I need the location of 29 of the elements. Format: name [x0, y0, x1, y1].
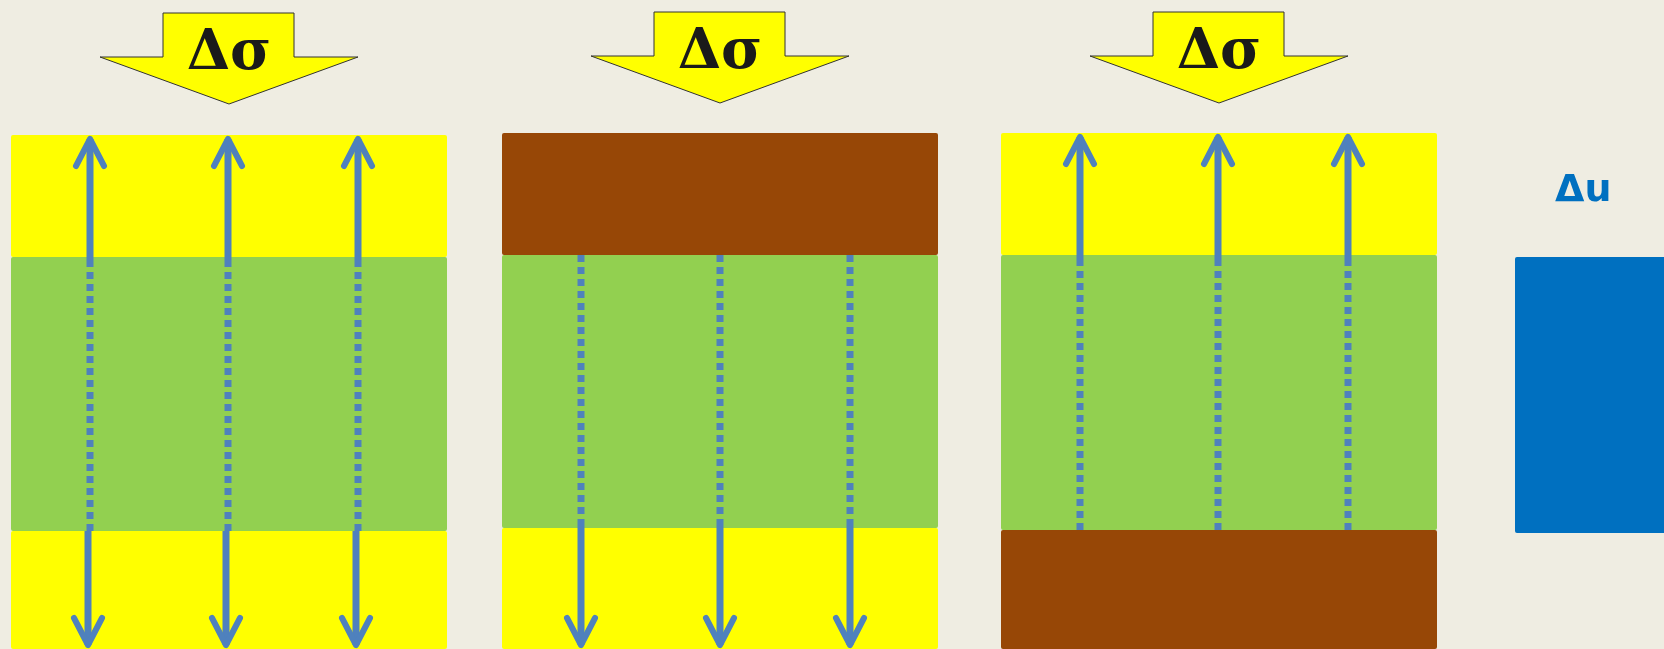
- soil-layer: [11, 257, 447, 531]
- flow-arrow: [71, 531, 105, 648]
- flow-arrow: [211, 136, 245, 531]
- settlement-label: Δu: [1555, 166, 1612, 210]
- stress-increment-label: Δσ: [1175, 14, 1263, 83]
- soil-layer: [502, 255, 938, 528]
- flow-arrow: [833, 255, 867, 648]
- flow-arrow: [1331, 134, 1365, 530]
- flow-arrow: [703, 255, 737, 648]
- soil-layer: [11, 135, 447, 257]
- stress-increment-label: Δσ: [676, 14, 764, 83]
- flow-arrow: [73, 136, 107, 531]
- soil-layer: [1001, 530, 1437, 649]
- flow-arrow: [564, 255, 598, 648]
- soil-layer: [502, 133, 938, 255]
- soil-layer: [1001, 255, 1437, 530]
- flow-arrow: [1063, 134, 1097, 530]
- load-arrow: [99, 12, 359, 105]
- load-arrow: [590, 11, 850, 104]
- soil-layer: [11, 531, 447, 649]
- soil-layer: [502, 528, 938, 649]
- flow-arrow: [339, 531, 373, 648]
- flow-arrow: [1201, 134, 1235, 530]
- load-arrow: [1089, 11, 1349, 104]
- soil-layer: [1001, 133, 1437, 255]
- settlement-bar: [1515, 257, 1664, 533]
- flow-arrow: [209, 531, 243, 648]
- flow-arrow: [341, 136, 375, 531]
- stress-increment-label: Δσ: [185, 15, 273, 84]
